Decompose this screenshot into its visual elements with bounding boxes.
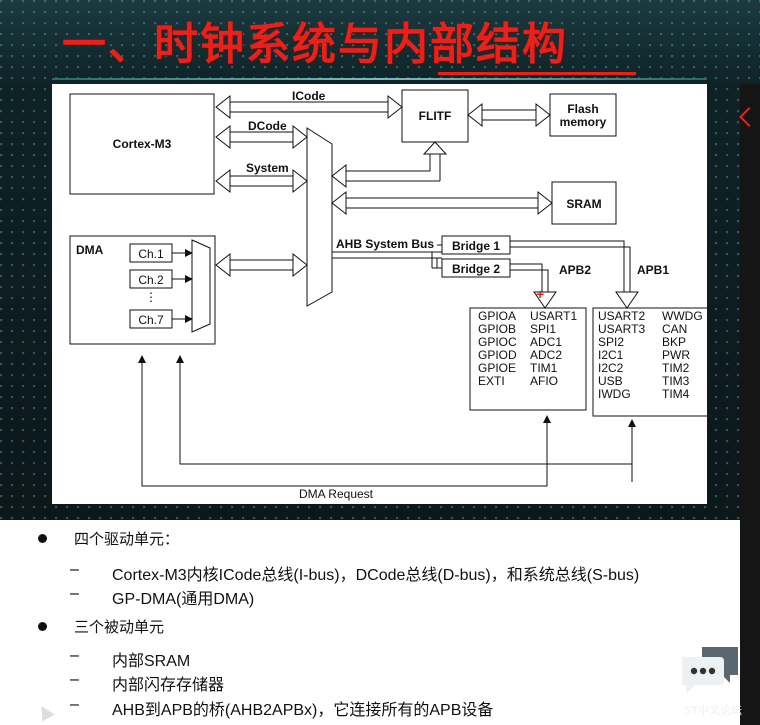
peripheral-label: TIM2: [662, 361, 690, 375]
peripheral-label: USB: [598, 374, 623, 388]
flitf-flash-link: [467, 102, 551, 128]
peripheral-label: USART1: [530, 309, 577, 323]
apb2-label: APB2: [559, 263, 591, 277]
dash-marker: –: [70, 561, 79, 578]
bullet-internal-flash: 内部闪存存储器: [112, 677, 225, 694]
peripheral-label: GPIOE: [478, 361, 516, 375]
peripheral-label: GPIOA: [478, 309, 516, 323]
channel-label-7: Ch.7: [138, 313, 164, 327]
apb1-line-b: [510, 246, 631, 294]
icode-label: ICode: [292, 89, 326, 103]
dma-label: DMA: [76, 243, 104, 257]
ahb-label: AHB System Bus: [336, 237, 434, 251]
system-bus: [215, 168, 308, 194]
peripheral-label: I2C2: [598, 361, 624, 375]
peripheral-label: I2C1: [598, 348, 624, 362]
bullet-dot: [38, 622, 47, 631]
peripheral-label: EXTI: [478, 374, 505, 388]
peripheral-label: ADC2: [530, 348, 562, 362]
dma-bus: [215, 252, 308, 278]
matrix-flitf-link: [331, 141, 448, 189]
watermark: ST中文论坛: [684, 705, 743, 717]
peripheral-label: AFIO: [530, 374, 558, 388]
cortex-label: Cortex-M3: [113, 137, 172, 151]
slide-title: 一、时钟系统与内部结构: [62, 19, 568, 70]
dash-marker: –: [70, 647, 79, 664]
architecture-diagram: Cortex-M3 DMA Ch.1 Ch.2 ⋮ Ch.7 ICode DCo…: [52, 84, 707, 504]
dash-marker: –: [70, 671, 79, 688]
peripheral-label: ADC1: [530, 335, 562, 349]
channel-label-1: Ch.1: [138, 247, 164, 261]
apb2-arrowhead: [533, 291, 557, 309]
cursor-mark: +: [536, 286, 544, 302]
apb2-peripheral-box: [469, 307, 587, 411]
matrix-sram-link: [331, 190, 553, 216]
peripheral-label: TIM3: [662, 374, 690, 388]
bus-matrix: [306, 127, 333, 307]
cortex-box: [69, 93, 215, 195]
peripheral-label: TIM1: [530, 361, 558, 375]
dcode-bus: [215, 124, 308, 150]
architecture-svg: Cortex-M3 DMA Ch.1 Ch.2 ⋮ Ch.7 ICode DCo…: [69, 89, 707, 501]
bullet-list: 四个驱动单元： – Cortex-M3内核ICode总线(I-bus)，DCod…: [0, 520, 740, 725]
dma-request-line-apb2: [138, 355, 548, 487]
peripheral-label: SPI1: [530, 322, 556, 336]
apb1-peripheral-box: [592, 307, 707, 417]
bullet-ahb-apb-bridge: AHB到APB的桥(AHB2APBx)，它连接所有的APB设备: [112, 702, 494, 719]
apb1-arrowhead: [615, 291, 639, 309]
bullet-internal-sram: 内部SRAM: [112, 653, 191, 670]
bridge1-label: Bridge 1: [452, 239, 500, 253]
dash-marker: –: [70, 585, 79, 602]
title-rule: [52, 78, 707, 80]
apb2-line-a: [510, 263, 543, 294]
dma-request-line-apb1: [176, 355, 633, 482]
peripheral-label: GPIOC: [478, 335, 517, 349]
peripheral-label: GPIOD: [478, 348, 517, 362]
dash-marker: –: [70, 696, 79, 713]
channel-gap: ⋮: [145, 290, 157, 304]
title-underline: [438, 72, 636, 75]
bullet-dot: [38, 534, 47, 543]
dcode-label: DCode: [248, 119, 287, 133]
apb2-line-b: [510, 269, 549, 294]
bullet-gp-dma: GP-DMA(通用DMA): [112, 591, 255, 608]
right-edge-strip: [740, 84, 760, 725]
chat-bubble-icon[interactable]: [680, 645, 740, 695]
flash-label-line2: memory: [560, 115, 607, 129]
peripheral-label: TIM4: [662, 387, 690, 401]
channel-label-2: Ch.2: [138, 273, 164, 287]
peripheral-label: SPI2: [598, 335, 624, 349]
apb1-line-a: [510, 240, 625, 294]
bullet-cortex-buses: Cortex-M3内核ICode总线(I-bus)，DCode总线(D-bus)…: [112, 567, 640, 584]
peripheral-label: BKP: [662, 335, 686, 349]
bullet-driver-units: 四个驱动单元：: [74, 530, 180, 548]
peripheral-label: CAN: [662, 322, 687, 336]
flash-label-line1: Flash: [567, 102, 598, 116]
apb1-label: APB1: [637, 263, 669, 277]
sram-label: SRAM: [566, 197, 601, 211]
peripheral-label: WWDG: [662, 309, 703, 323]
dma-box: [69, 235, 216, 345]
peripheral-label: USART3: [598, 322, 645, 336]
dma-request-label: DMA Request: [299, 487, 374, 501]
dma-mux: [191, 239, 211, 333]
system-label: System: [246, 161, 289, 175]
peripheral-label: PWR: [662, 348, 690, 362]
bridge2-label: Bridge 2: [452, 262, 500, 276]
icode-bus: [215, 94, 403, 120]
peripheral-label: GPIOB: [478, 322, 516, 336]
peripheral-label: IWDG: [598, 387, 631, 401]
flitf-label: FLITF: [419, 109, 452, 123]
bullet-passive-units: 三个被动单元: [74, 618, 165, 636]
peripheral-label: USART2: [598, 309, 645, 323]
